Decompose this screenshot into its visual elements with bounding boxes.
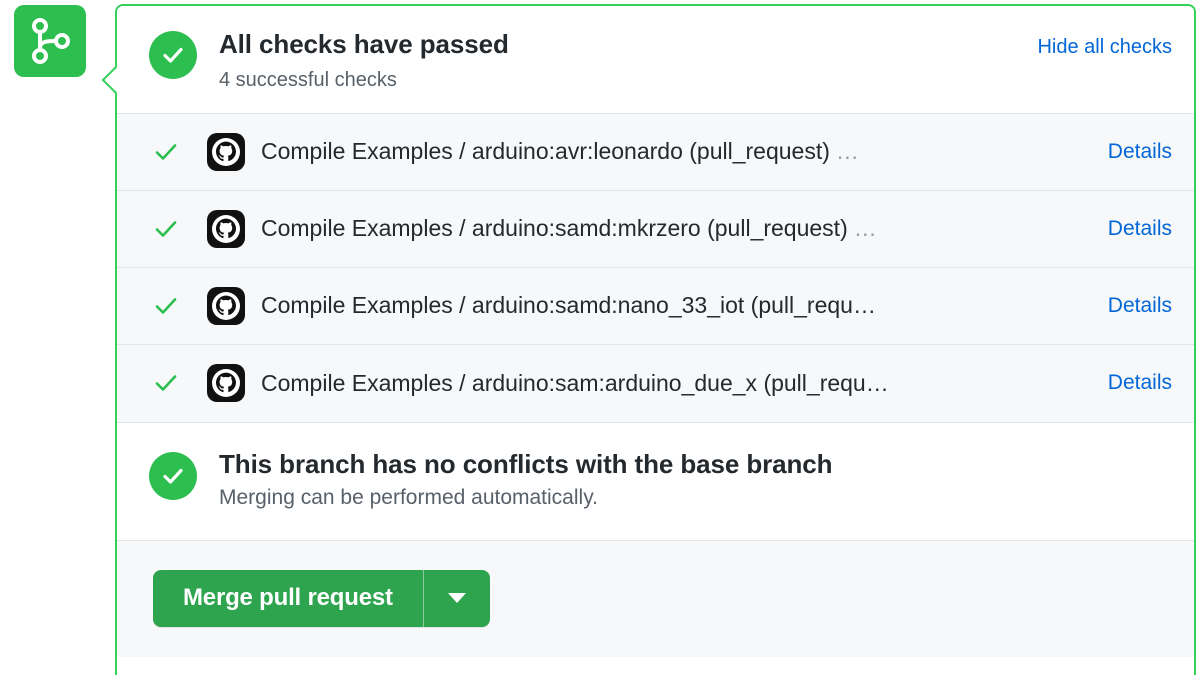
- merge-state-badge: [14, 5, 86, 77]
- table-row[interactable]: Compile Examples / arduino:samd:nano_33_…: [117, 268, 1194, 345]
- check-name-label: Compile Examples / arduino:samd:mkrzero …: [261, 215, 877, 241]
- check-icon: [153, 139, 179, 165]
- check-name-label: Compile Examples / arduino:samd:nano_33_…: [261, 292, 876, 318]
- merge-button-group[interactable]: Merge pull request: [153, 569, 490, 627]
- check-icon: [153, 293, 179, 319]
- table-row[interactable]: Compile Examples / arduino:avr:leonardo …: [117, 114, 1194, 191]
- check-circle-icon: [149, 451, 197, 500]
- merge-actions-footer: Merge pull request: [117, 539, 1194, 657]
- check-icon: [153, 370, 179, 396]
- details-link[interactable]: Details: [1107, 139, 1172, 163]
- git-merge-icon: [28, 18, 72, 64]
- checks-list: Compile Examples / arduino:avr:leonardo …: [117, 112, 1194, 422]
- check-circle-icon: [149, 31, 197, 79]
- hide-all-checks-link[interactable]: Hide all checks: [1037, 36, 1172, 58]
- checks-summary-text: All checks have passed 4 successful chec…: [219, 28, 1019, 93]
- table-row[interactable]: Compile Examples / arduino:sam:arduino_d…: [117, 345, 1194, 422]
- check-name-label: Compile Examples / arduino:sam:arduino_d…: [261, 369, 889, 396]
- github-actions-octocat-icon: [207, 209, 245, 248]
- check-name-label: Compile Examples / arduino:avr:leonardo …: [261, 138, 859, 164]
- checks-summary-header: All checks have passed 4 successful chec…: [117, 6, 1194, 113]
- merge-box: All checks have passed 4 successful chec…: [115, 4, 1196, 675]
- conflict-status-subtitle: Merging can be performed automatically.: [219, 485, 598, 509]
- details-link[interactable]: Details: [1107, 216, 1172, 240]
- page-title: All checks have passed: [219, 29, 509, 59]
- merge-pull-request-button[interactable]: Merge pull request: [183, 583, 393, 611]
- details-link[interactable]: Details: [1107, 371, 1172, 394]
- checks-count-label: 4 successful checks: [219, 68, 397, 91]
- github-actions-octocat-icon: [207, 132, 245, 171]
- merge-conflict-status: This branch has no conflicts with the ba…: [117, 421, 1194, 540]
- chevron-down-icon: [447, 593, 466, 604]
- check-icon: [153, 216, 179, 242]
- merge-box-pointer: [101, 62, 117, 96]
- conflict-status-title: This branch has no conflicts with the ba…: [219, 448, 833, 479]
- merge-conflict-text: This branch has no conflicts with the ba…: [219, 448, 833, 510]
- merge-options-dropdown-button[interactable]: [422, 569, 490, 627]
- truncation-ellipsis: …: [853, 215, 877, 241]
- details-link[interactable]: Details: [1107, 293, 1172, 317]
- table-row[interactable]: Compile Examples / arduino:samd:mkrzero …: [117, 191, 1194, 268]
- truncation-ellipsis: …: [835, 138, 859, 164]
- github-actions-octocat-icon: [207, 286, 245, 325]
- github-actions-octocat-icon: [207, 364, 245, 402]
